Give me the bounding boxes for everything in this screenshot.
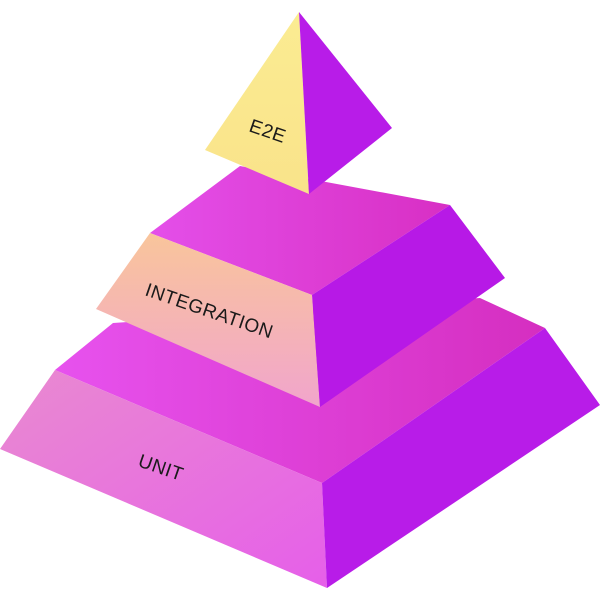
integration-front-face: [96, 233, 320, 407]
unit-right-face: [322, 328, 600, 588]
e2e-right-face: [299, 12, 392, 194]
e2e-front-face: [205, 12, 309, 194]
layer-e2e: E2E: [205, 12, 392, 194]
layer-integration: INTEGRATION: [96, 166, 505, 407]
integration-top-face: [150, 166, 450, 295]
unit-front-face: [0, 370, 327, 588]
integration-right-face: [312, 205, 505, 407]
